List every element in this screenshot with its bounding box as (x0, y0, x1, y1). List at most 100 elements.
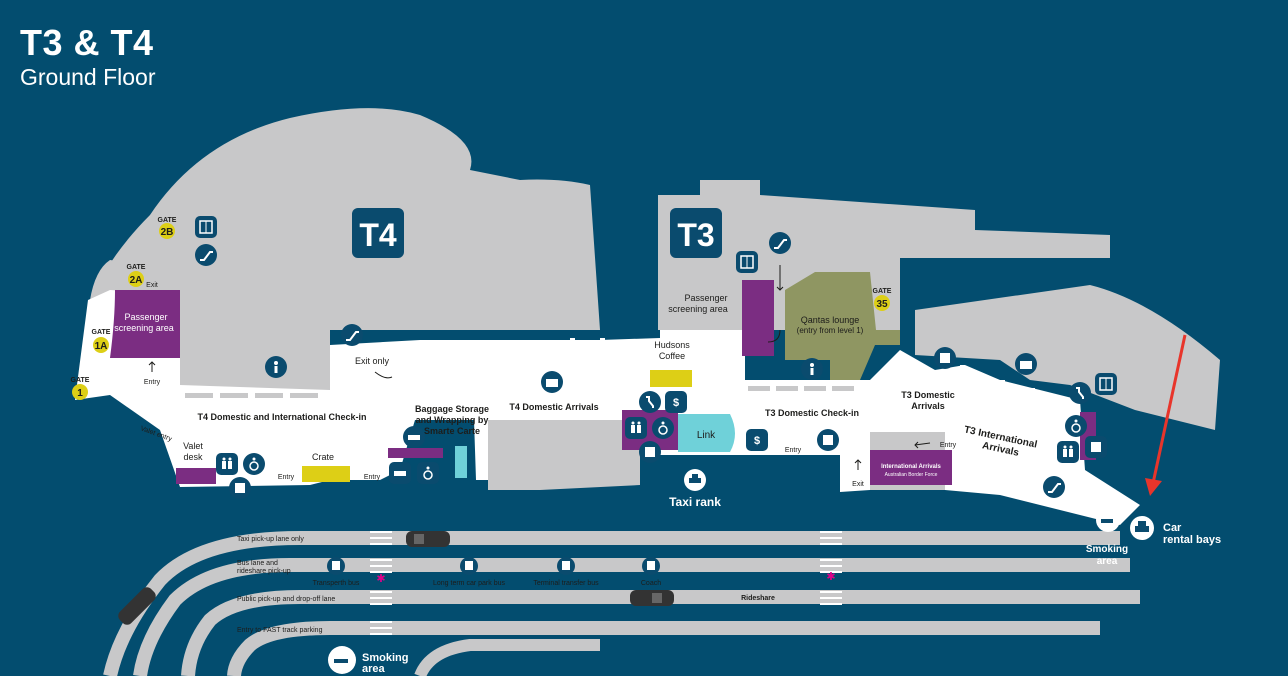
page-title: T3 & T4 (20, 22, 154, 63)
svg-text:screening area: screening area (668, 304, 728, 314)
svg-text:screening area: screening area (114, 323, 174, 333)
svg-text:Australian Border Force: Australian Border Force (885, 472, 938, 478)
svg-text:International Arrivals: International Arrivals (881, 464, 941, 470)
svg-text:Passenger: Passenger (684, 293, 727, 303)
information-icon[interactable] (265, 356, 287, 378)
gate-markers: GATE 2B GATE 2A GATE 1A GATE 1 GATE 35 (71, 217, 892, 400)
svg-text:area: area (1097, 556, 1118, 567)
lift-icon[interactable] (195, 216, 217, 238)
qantas-lounge-zone (785, 272, 900, 380)
bus-icon[interactable] (460, 557, 478, 575)
svg-text:GATE: GATE (127, 264, 146, 271)
link-zone (678, 414, 735, 452)
toilets-icon[interactable] (1057, 441, 1079, 463)
baggage-services-icon[interactable] (1085, 436, 1107, 458)
direction-arrows (148, 265, 931, 470)
gate-1: 1 (77, 388, 83, 399)
t4-tile (352, 208, 404, 258)
crossings (370, 531, 842, 635)
svg-text:Coffee: Coffee (659, 351, 685, 361)
phone-icon[interactable] (1069, 382, 1091, 404)
escalator-icon[interactable] (341, 324, 363, 346)
svg-text:T4 Domestic Arrivals: T4 Domestic Arrivals (509, 402, 598, 412)
escalator-icon[interactable] (1043, 476, 1065, 498)
baggage-zone (455, 446, 467, 478)
smoking-icon[interactable] (328, 646, 356, 674)
car-icon[interactable] (403, 426, 425, 448)
accessible-icon[interactable] (243, 453, 265, 475)
svg-text:GATE: GATE (158, 217, 177, 224)
bus-icon[interactable] (642, 557, 660, 575)
svg-text:Taxi pick-up lane only: Taxi pick-up lane only (237, 536, 304, 543)
car-on-road (406, 531, 450, 547)
gate-2a: 2A (130, 275, 143, 286)
t4-screening-zone (110, 290, 180, 358)
car-on-road (630, 590, 674, 606)
atm-icon[interactable]: $ (665, 391, 687, 413)
svg-text:GATE: GATE (71, 377, 90, 384)
baggage-services-icon[interactable] (934, 347, 956, 369)
smoking-area-label-right: Smoking (1086, 544, 1128, 555)
baggage-storage-purple (388, 448, 443, 458)
baggage-services-icon[interactable] (817, 429, 839, 451)
svg-text:Transperth bus: Transperth bus (313, 580, 360, 587)
toilets-icon[interactable] (625, 417, 647, 439)
information-icon[interactable] (801, 358, 823, 380)
taxi-icon[interactable] (389, 462, 411, 484)
svg-text:T4 Domestic and International: T4 Domestic and International Check-in (197, 412, 366, 422)
escalator-icon[interactable] (769, 232, 791, 254)
accessible-icon[interactable] (652, 417, 674, 439)
svg-text:Hudsons: Hudsons (654, 340, 690, 350)
accessible-icon[interactable] (417, 462, 439, 484)
checkin-desks (185, 386, 854, 398)
phone-icon[interactable] (639, 391, 661, 413)
car-rental-pointer (1145, 334, 1187, 496)
svg-text:Baggage Storage: Baggage Storage (415, 404, 489, 414)
t3-screening-zone (742, 280, 774, 356)
crate-zone (302, 466, 350, 482)
bus-icon[interactable] (327, 557, 345, 575)
t3-label: T3 (677, 217, 714, 253)
svg-text:Link: Link (697, 430, 716, 441)
escalator-icon[interactable] (195, 244, 217, 266)
svg-text:Public pick-up and drop-off la: Public pick-up and drop-off lane (237, 596, 335, 603)
t3-tile (670, 208, 722, 258)
svg-text:Exit: Exit (852, 481, 864, 488)
svg-text:GATE: GATE (873, 288, 892, 295)
gate-2b: 2B (161, 227, 174, 238)
atm-icon[interactable]: $ (746, 429, 768, 451)
road-network (103, 531, 1140, 676)
svg-text:rideshare pick-up: rideshare pick-up (237, 568, 291, 575)
smoking-area-label-bottom: Smoking (362, 652, 408, 664)
jet-bridges (410, 338, 1035, 428)
svg-text:Entry to FAST track parking: Entry to FAST track parking (237, 627, 323, 634)
t4-label: T4 (359, 217, 397, 253)
smoking-icon[interactable] (1096, 508, 1120, 532)
svg-text:Smarte Carte: Smarte Carte (424, 426, 480, 436)
page-subtitle: Ground Floor (20, 64, 156, 90)
svg-text:T3 Domestic Check-in: T3 Domestic Check-in (765, 408, 859, 418)
svg-text:Entry: Entry (364, 474, 381, 481)
baggage-services-icon[interactable] (639, 441, 661, 463)
road-labels: Taxi pick-up lane only Bus lane and ride… (237, 536, 775, 634)
svg-text:$: $ (673, 397, 679, 409)
gate-35: 35 (876, 299, 888, 310)
baggage-services-icon[interactable] (229, 477, 251, 499)
lift-icon[interactable] (1095, 373, 1117, 395)
svg-text:Passenger: Passenger (124, 312, 167, 322)
accessible-icon[interactable] (1065, 415, 1087, 437)
svg-text:Entry: Entry (278, 474, 295, 481)
lift-icon[interactable] (736, 251, 758, 273)
toilets-icon[interactable] (216, 453, 238, 475)
svg-text:Terminal transfer bus: Terminal transfer bus (533, 580, 599, 587)
svg-text:(entry from level 1): (entry from level 1) (797, 326, 864, 335)
svg-text:$: $ (754, 435, 760, 447)
baggage-icon[interactable] (1015, 353, 1037, 375)
baggage-icon[interactable] (541, 371, 563, 393)
car-rental-icon[interactable] (1130, 516, 1154, 540)
bus-icon[interactable] (557, 557, 575, 575)
taxi-rank-icon[interactable] (684, 469, 706, 491)
svg-text:Valet: Valet (183, 441, 203, 451)
svg-text:Entry: Entry (144, 379, 161, 386)
